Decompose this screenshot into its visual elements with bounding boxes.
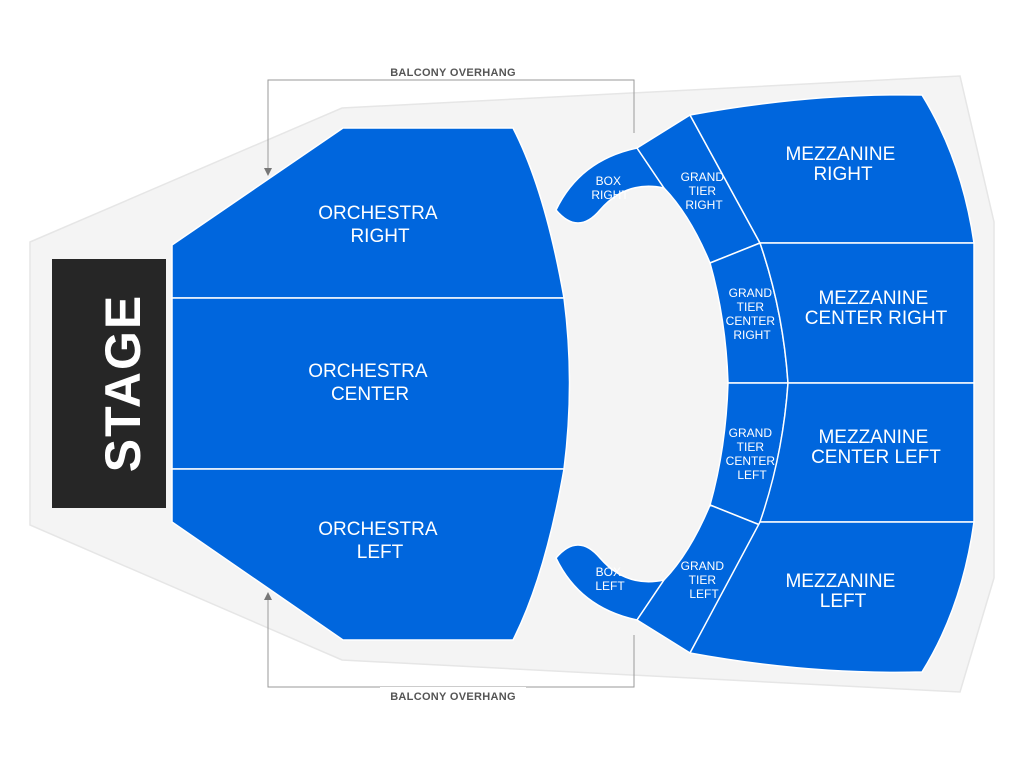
- overhang-top-label-bg: [380, 63, 526, 79]
- section-mezzanine-center-left[interactable]: [758, 382, 975, 523]
- section-mezzanine-center-right[interactable]: [758, 242, 975, 384]
- overhang-top-line: [264, 79, 635, 176]
- section-grand-tier-left[interactable]: [635, 504, 762, 655]
- overhang-top-label: BALCONY OVERHANG: [390, 67, 516, 79]
- section-box-right[interactable]: [555, 147, 666, 224]
- section-box-left[interactable]: [555, 544, 666, 621]
- stage-label: STAGE: [95, 294, 151, 473]
- section-orchestra-right[interactable]: [171, 127, 565, 299]
- section-orchestra-left[interactable]: [171, 468, 565, 641]
- section-orchestra-center[interactable]: [171, 297, 571, 470]
- balcony-overhang-bottom: BALCONY OVERHANG: [264, 592, 635, 703]
- balcony-overhang-top: BALCONY OVERHANG: [264, 63, 635, 176]
- section-mezzanine-left[interactable]: [688, 521, 975, 674]
- stage-block: [52, 259, 166, 508]
- stage: STAGE: [52, 259, 166, 508]
- overhang-bottom-label-bg: [380, 687, 526, 703]
- section-mezzanine-right[interactable]: [688, 94, 975, 244]
- overhang-bottom-label: BALCONY OVERHANG: [390, 691, 516, 703]
